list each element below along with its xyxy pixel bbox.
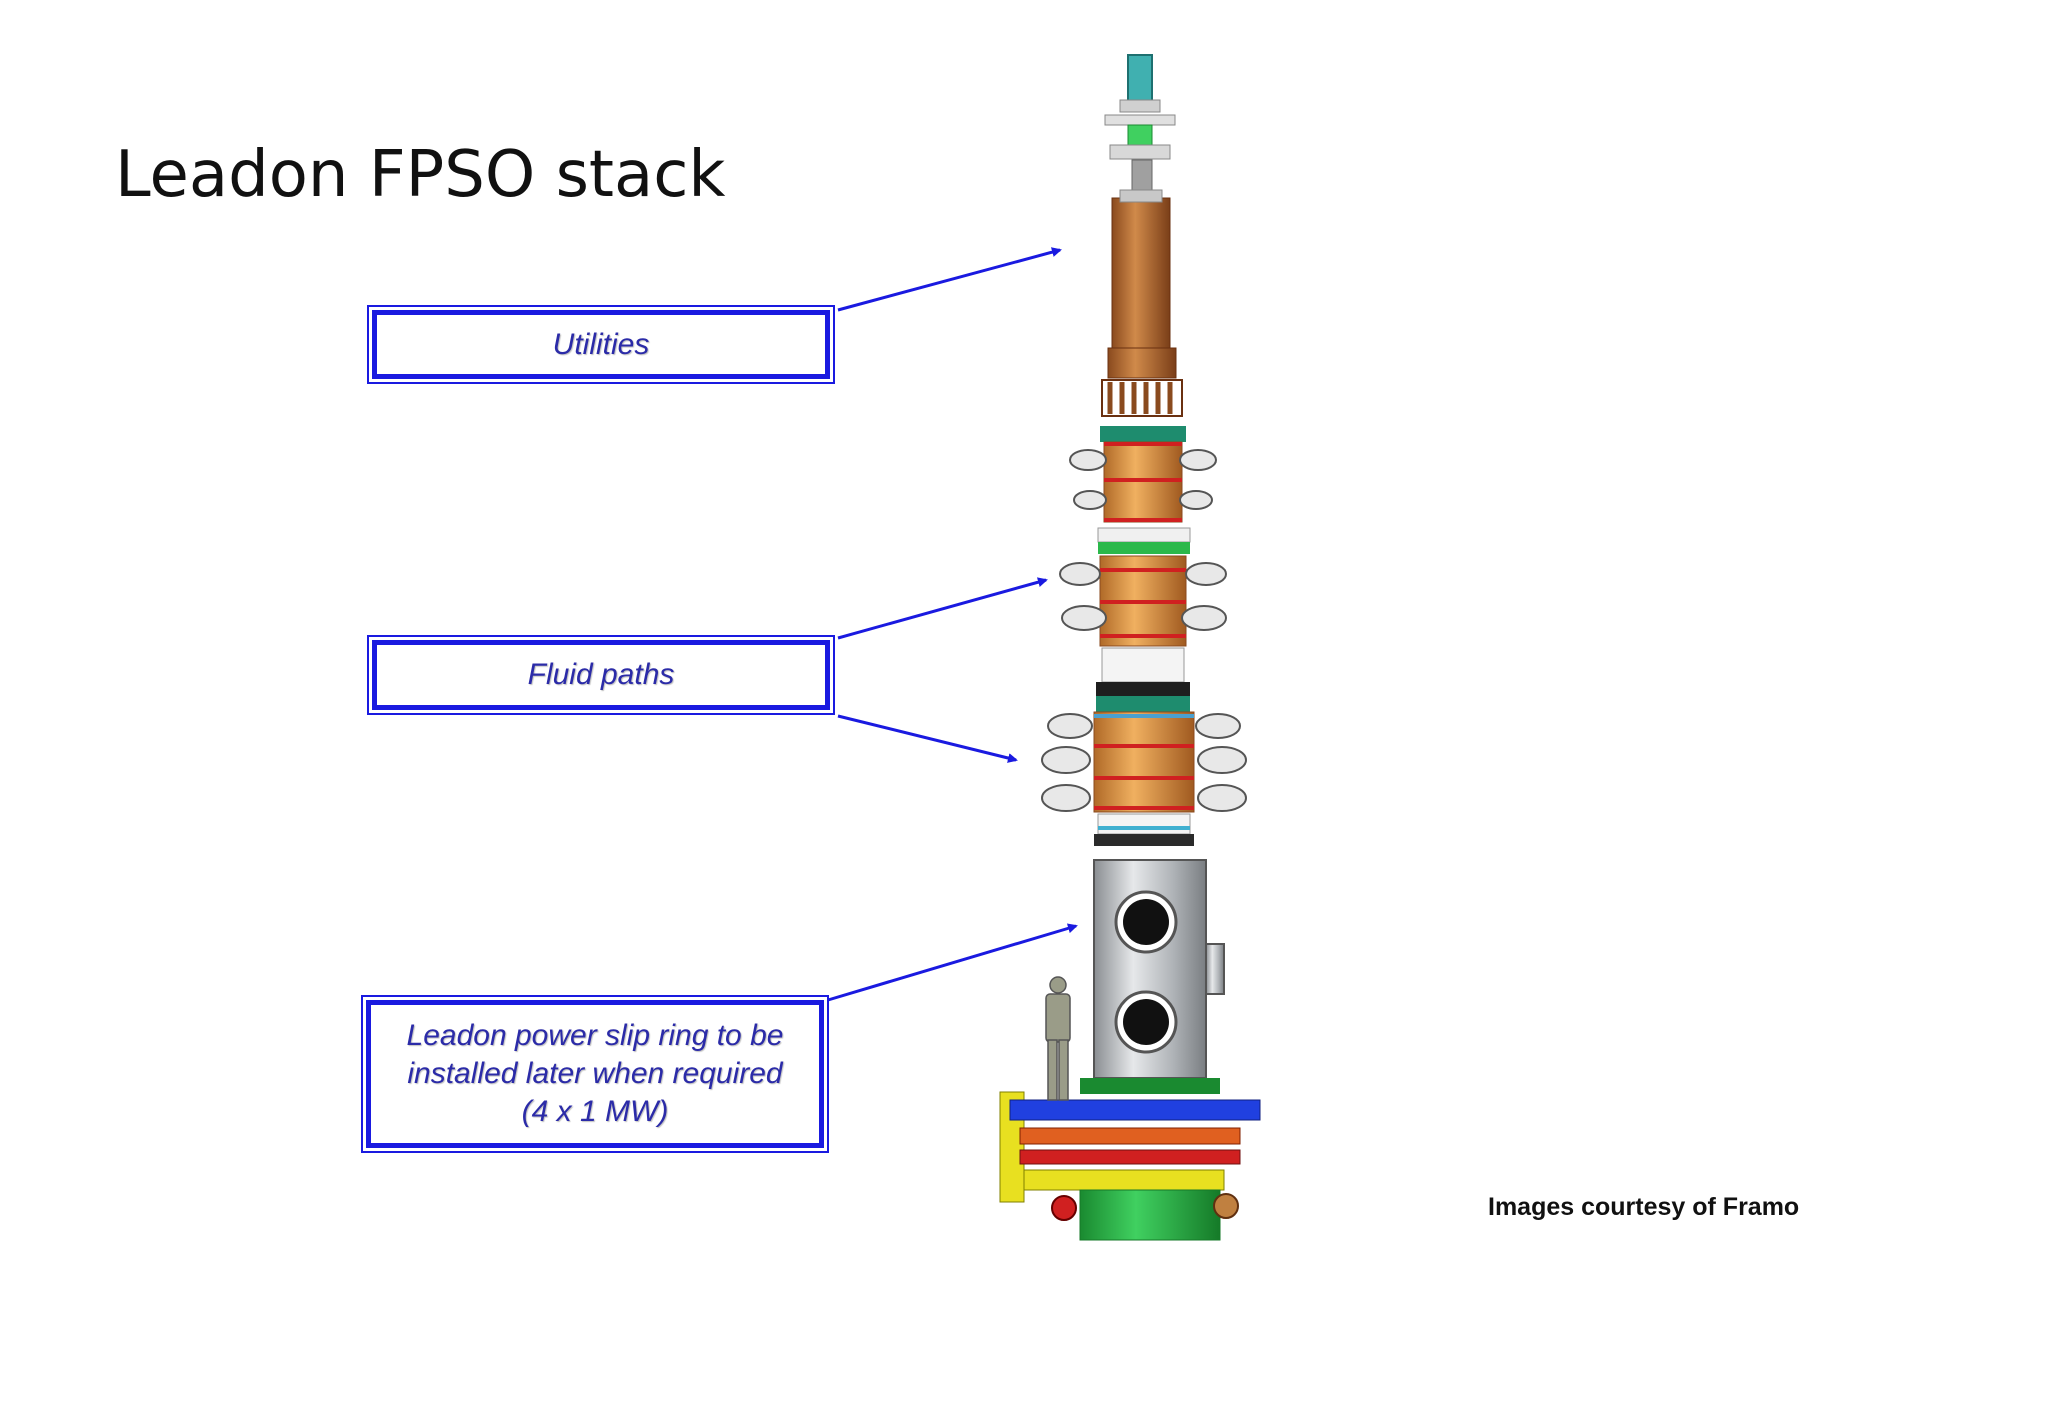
utilities-label: Utilities [552,327,650,361]
power-label-line-1: Leadon power slip ring to be [406,1019,784,1052]
power-label-line-3: (4 x 1 MW) [521,1095,669,1128]
fluid-paths-label-box: Fluid paths [367,635,835,715]
page-title: Leadon FPSO stack [115,138,726,212]
human-scale-figure [1045,976,1071,1101]
fluid-paths-arrow-upper [837,577,1048,640]
utilities-arrow [837,247,1062,312]
power-label-line-2: installed later when required [407,1057,783,1090]
fluid-paths-label: Fluid paths [527,658,675,691]
swivel-stack [999,54,1261,1241]
fluid-paths-arrow-lower [837,714,1018,763]
power-slip-ring-label-box: Leadon power slip ring to be installed l… [361,995,829,1153]
utilities-label-box: Utilities [367,305,835,384]
power-slip-ring-arrow [827,923,1078,1002]
image-credit: Images courtesy of Framo [1488,1193,1800,1221]
